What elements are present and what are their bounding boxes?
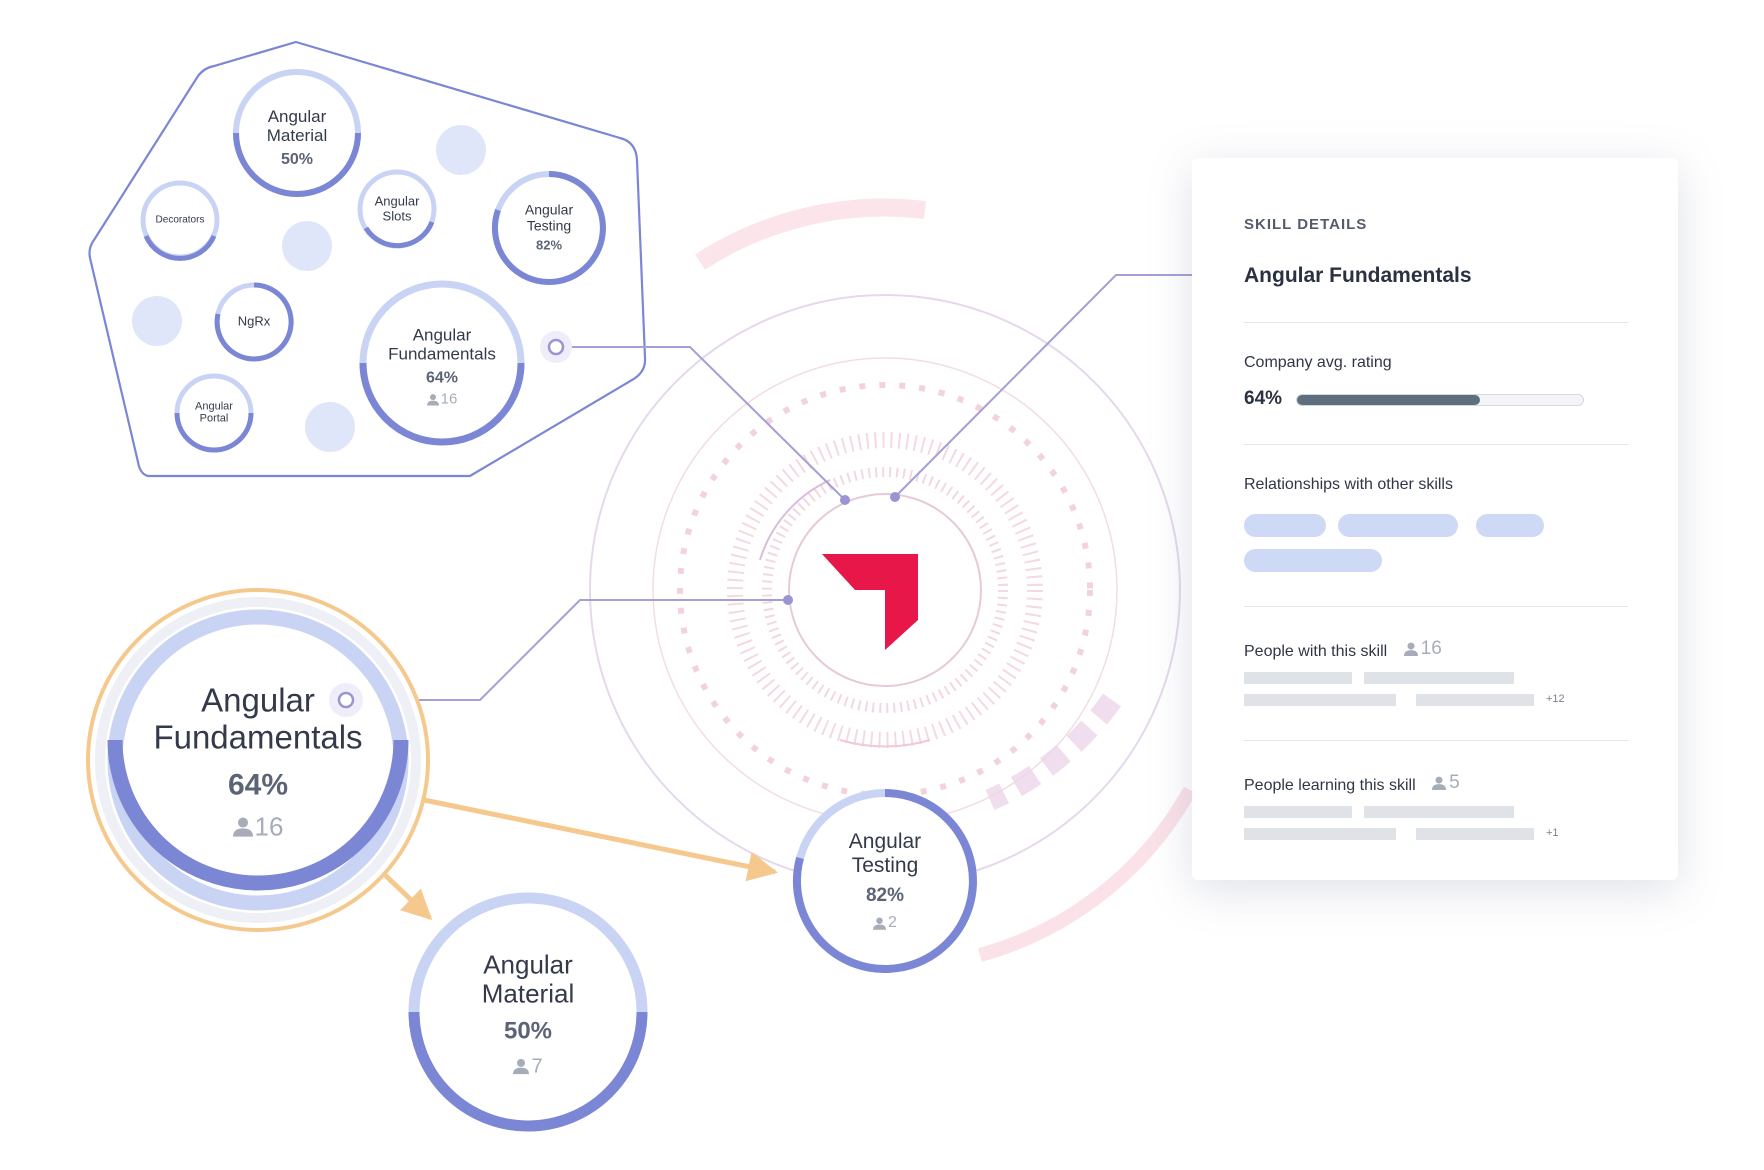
focus-bubble-name: Angular Material: [481, 949, 575, 1009]
focus-bubble-count: 7: [513, 1055, 543, 1078]
bubble-name: Decorators: [155, 214, 205, 226]
learning-count: 5: [1432, 772, 1460, 794]
focus-material-rings: [408, 892, 648, 1132]
bubble-percent: 82%: [535, 237, 563, 253]
people-learning-skill: People learning this skill 5: [1244, 772, 1460, 795]
learning-placeholder: [1244, 806, 1352, 818]
learning-placeholder: [1364, 806, 1514, 818]
rating-bar: [1296, 394, 1584, 406]
focus-bubble-angular-testing[interactable]: Angular Testing 82% 2: [825, 830, 945, 932]
bubble-angular-portal[interactable]: Angular Portal: [184, 401, 244, 426]
person-icon: [873, 917, 887, 930]
bubble-count: 16: [426, 390, 458, 409]
focus-bubble-count-value: 2: [888, 914, 897, 932]
panel-divider: [1244, 444, 1628, 445]
person-icon: [1403, 642, 1418, 656]
relationship-arrows: [383, 797, 778, 921]
bubble-ngrx[interactable]: NgRx: [224, 313, 284, 330]
learning-label: People learning this skill: [1244, 777, 1416, 794]
focus-main-rings: [86, 588, 430, 932]
cluster-rings: [140, 69, 606, 453]
rating-value: 64%: [1244, 388, 1283, 409]
panel-divider: [1244, 740, 1628, 741]
person-icon: [1432, 776, 1447, 790]
learning-count-value: 5: [1449, 772, 1460, 793]
people-placeholder: [1364, 672, 1514, 684]
bubble-angular-fundamentals[interactable]: Angular Fundamentals 64% 16: [372, 326, 512, 409]
focus-bubble-percent: 50%: [503, 1017, 553, 1045]
people-placeholder: [1416, 694, 1534, 706]
relationship-chip[interactable]: [1338, 514, 1458, 537]
learning-placeholder: [1244, 828, 1396, 840]
skill-cluster-outline: [88, 40, 647, 478]
people-with-skill: People with this skill 16: [1244, 638, 1442, 661]
bubble-name: Angular Portal: [195, 400, 233, 425]
panel-kicker: SKILL DETAILS: [1244, 216, 1368, 233]
rating-bar-fill: [1297, 395, 1481, 405]
people-count-value: 16: [1420, 638, 1442, 659]
focus-bubble-percent: 82%: [865, 884, 905, 906]
relationship-chip[interactable]: [1476, 514, 1544, 537]
focus-bubble-count: 16: [232, 811, 284, 842]
learning-more[interactable]: +1: [1546, 827, 1559, 839]
panel-title: Angular Fundamentals: [1244, 264, 1472, 287]
focus-bubble-count-value: 7: [531, 1055, 543, 1078]
focus-bubble-percent: 64%: [227, 768, 289, 802]
people-more[interactable]: +12: [1546, 693, 1565, 705]
bubble-angular-material[interactable]: Angular Material 50%: [247, 107, 347, 169]
brand-logo: [822, 554, 918, 650]
focus-bubble-count-value: 16: [254, 811, 284, 842]
focus-bubble-name: Angular Testing: [848, 829, 922, 877]
relationship-chip[interactable]: [1244, 514, 1326, 537]
focus-bubble-angular-material[interactable]: Angular Material 50% 7: [448, 949, 608, 1078]
focus-bubble-name: Angular Fundamentals: [153, 681, 363, 756]
bubble-percent: 50%: [280, 151, 314, 169]
person-icon: [232, 817, 253, 837]
bubble-angular-slots[interactable]: Angular Slots: [367, 194, 427, 223]
bubble-count-value: 16: [440, 390, 458, 408]
people-label: People with this skill: [1244, 643, 1388, 660]
bubble-name: Angular Testing: [524, 201, 574, 234]
focus-testing-rings: [792, 789, 977, 973]
people-placeholder: [1244, 694, 1396, 706]
people-placeholder: [1244, 672, 1352, 684]
person-icon: [513, 1059, 530, 1075]
bubble-name: Angular Slots: [374, 193, 420, 223]
placeholder-nodes: [132, 125, 486, 452]
bubble-percent: 64%: [425, 369, 459, 387]
bubble-name: Angular Material: [266, 107, 328, 146]
bubble-name: NgRx: [237, 313, 271, 329]
skill-details-panel: SKILL DETAILS Angular Fundamentals Compa…: [1192, 158, 1678, 880]
focus-bubble-count: 2: [873, 914, 897, 932]
panel-divider: [1244, 322, 1628, 323]
bubble-decorators[interactable]: Decorators: [147, 214, 213, 225]
people-count: 16: [1403, 638, 1442, 660]
focus-bubble-angular-fundamentals[interactable]: Angular Fundamentals 64% 16: [138, 681, 378, 842]
person-icon: [426, 394, 439, 406]
bubble-name: Angular Fundamentals: [388, 325, 496, 364]
rating-label: Company avg. rating: [1244, 354, 1392, 371]
bubble-angular-testing[interactable]: Angular Testing 82%: [511, 201, 587, 254]
relationship-chip[interactable]: [1244, 549, 1382, 572]
relationships-label: Relationships with other skills: [1244, 476, 1453, 493]
panel-divider: [1244, 606, 1628, 607]
learning-placeholder: [1416, 828, 1534, 840]
